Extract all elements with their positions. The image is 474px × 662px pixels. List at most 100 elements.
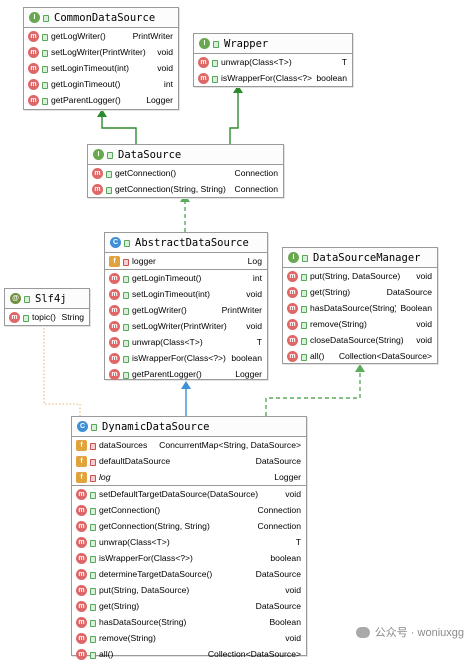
class-name: AbstractDataSource [135,236,249,249]
method-name: topic() [32,312,56,322]
return-type: DataSource [255,601,301,611]
method-icon: m [109,304,120,316]
method-name: setLogWriter(PrintWriter) [132,321,227,331]
return-type: void [285,489,301,499]
public-visibility-icon [105,185,112,194]
class-header: I Wrapper [194,34,352,54]
public-visibility-icon [122,354,129,363]
class-header: @ Slf4j [5,289,89,309]
public-visibility-icon [122,370,129,379]
interface-icon: I [93,149,104,160]
method-icon: m [287,286,298,298]
public-visibility-icon [89,570,96,579]
public-visibility-icon [89,506,96,515]
method-name: getConnection() [115,168,177,178]
return-type: void [416,271,432,281]
method-icon: m [76,488,87,500]
public-visibility-icon [300,320,307,329]
method-icon: m [287,302,298,314]
return-type: int [163,79,173,89]
class-header: I DataSourceManager [283,248,437,268]
edge-dynamic-annotated-slf4j [43,328,81,416]
method-icon: m [287,350,298,362]
return-type: Boolean [269,617,301,627]
public-visibility-icon [89,602,96,611]
return-type: PrintWriter [132,31,173,41]
method-name: getConnection() [99,505,161,515]
method-icon: m [76,568,87,580]
return-type: Collection<DataSource> [338,351,432,361]
private-visibility-icon [89,457,96,466]
method-row[interactable]: m all() Collection<DataSource> [283,348,437,364]
method-icon: m [76,584,87,596]
public-visibility-icon [211,58,218,67]
edge-datasource-extends-commondatasource [101,113,137,144]
return-type: boolean [231,353,262,363]
public-visibility-icon [212,39,219,48]
field-icon: f [76,439,87,451]
method-name: getLogWriter() [51,31,106,41]
return-type: void [285,633,301,643]
return-type: Connection [234,184,278,194]
public-visibility-icon [301,253,308,262]
field-icon: f [109,255,120,267]
public-visibility-icon [89,554,96,563]
return-type: void [285,585,301,595]
field-name: dataSources [99,440,148,450]
return-type: T [256,337,262,347]
field-name: defaultDataSource [99,456,171,466]
method-name: unwrap(Class<T>) [132,337,203,347]
method-name: getConnection(String, String) [99,521,210,531]
field-type: Logger [274,472,301,482]
public-visibility-icon [89,634,96,643]
method-icon: m [28,46,39,58]
method-name: all() [310,351,325,361]
